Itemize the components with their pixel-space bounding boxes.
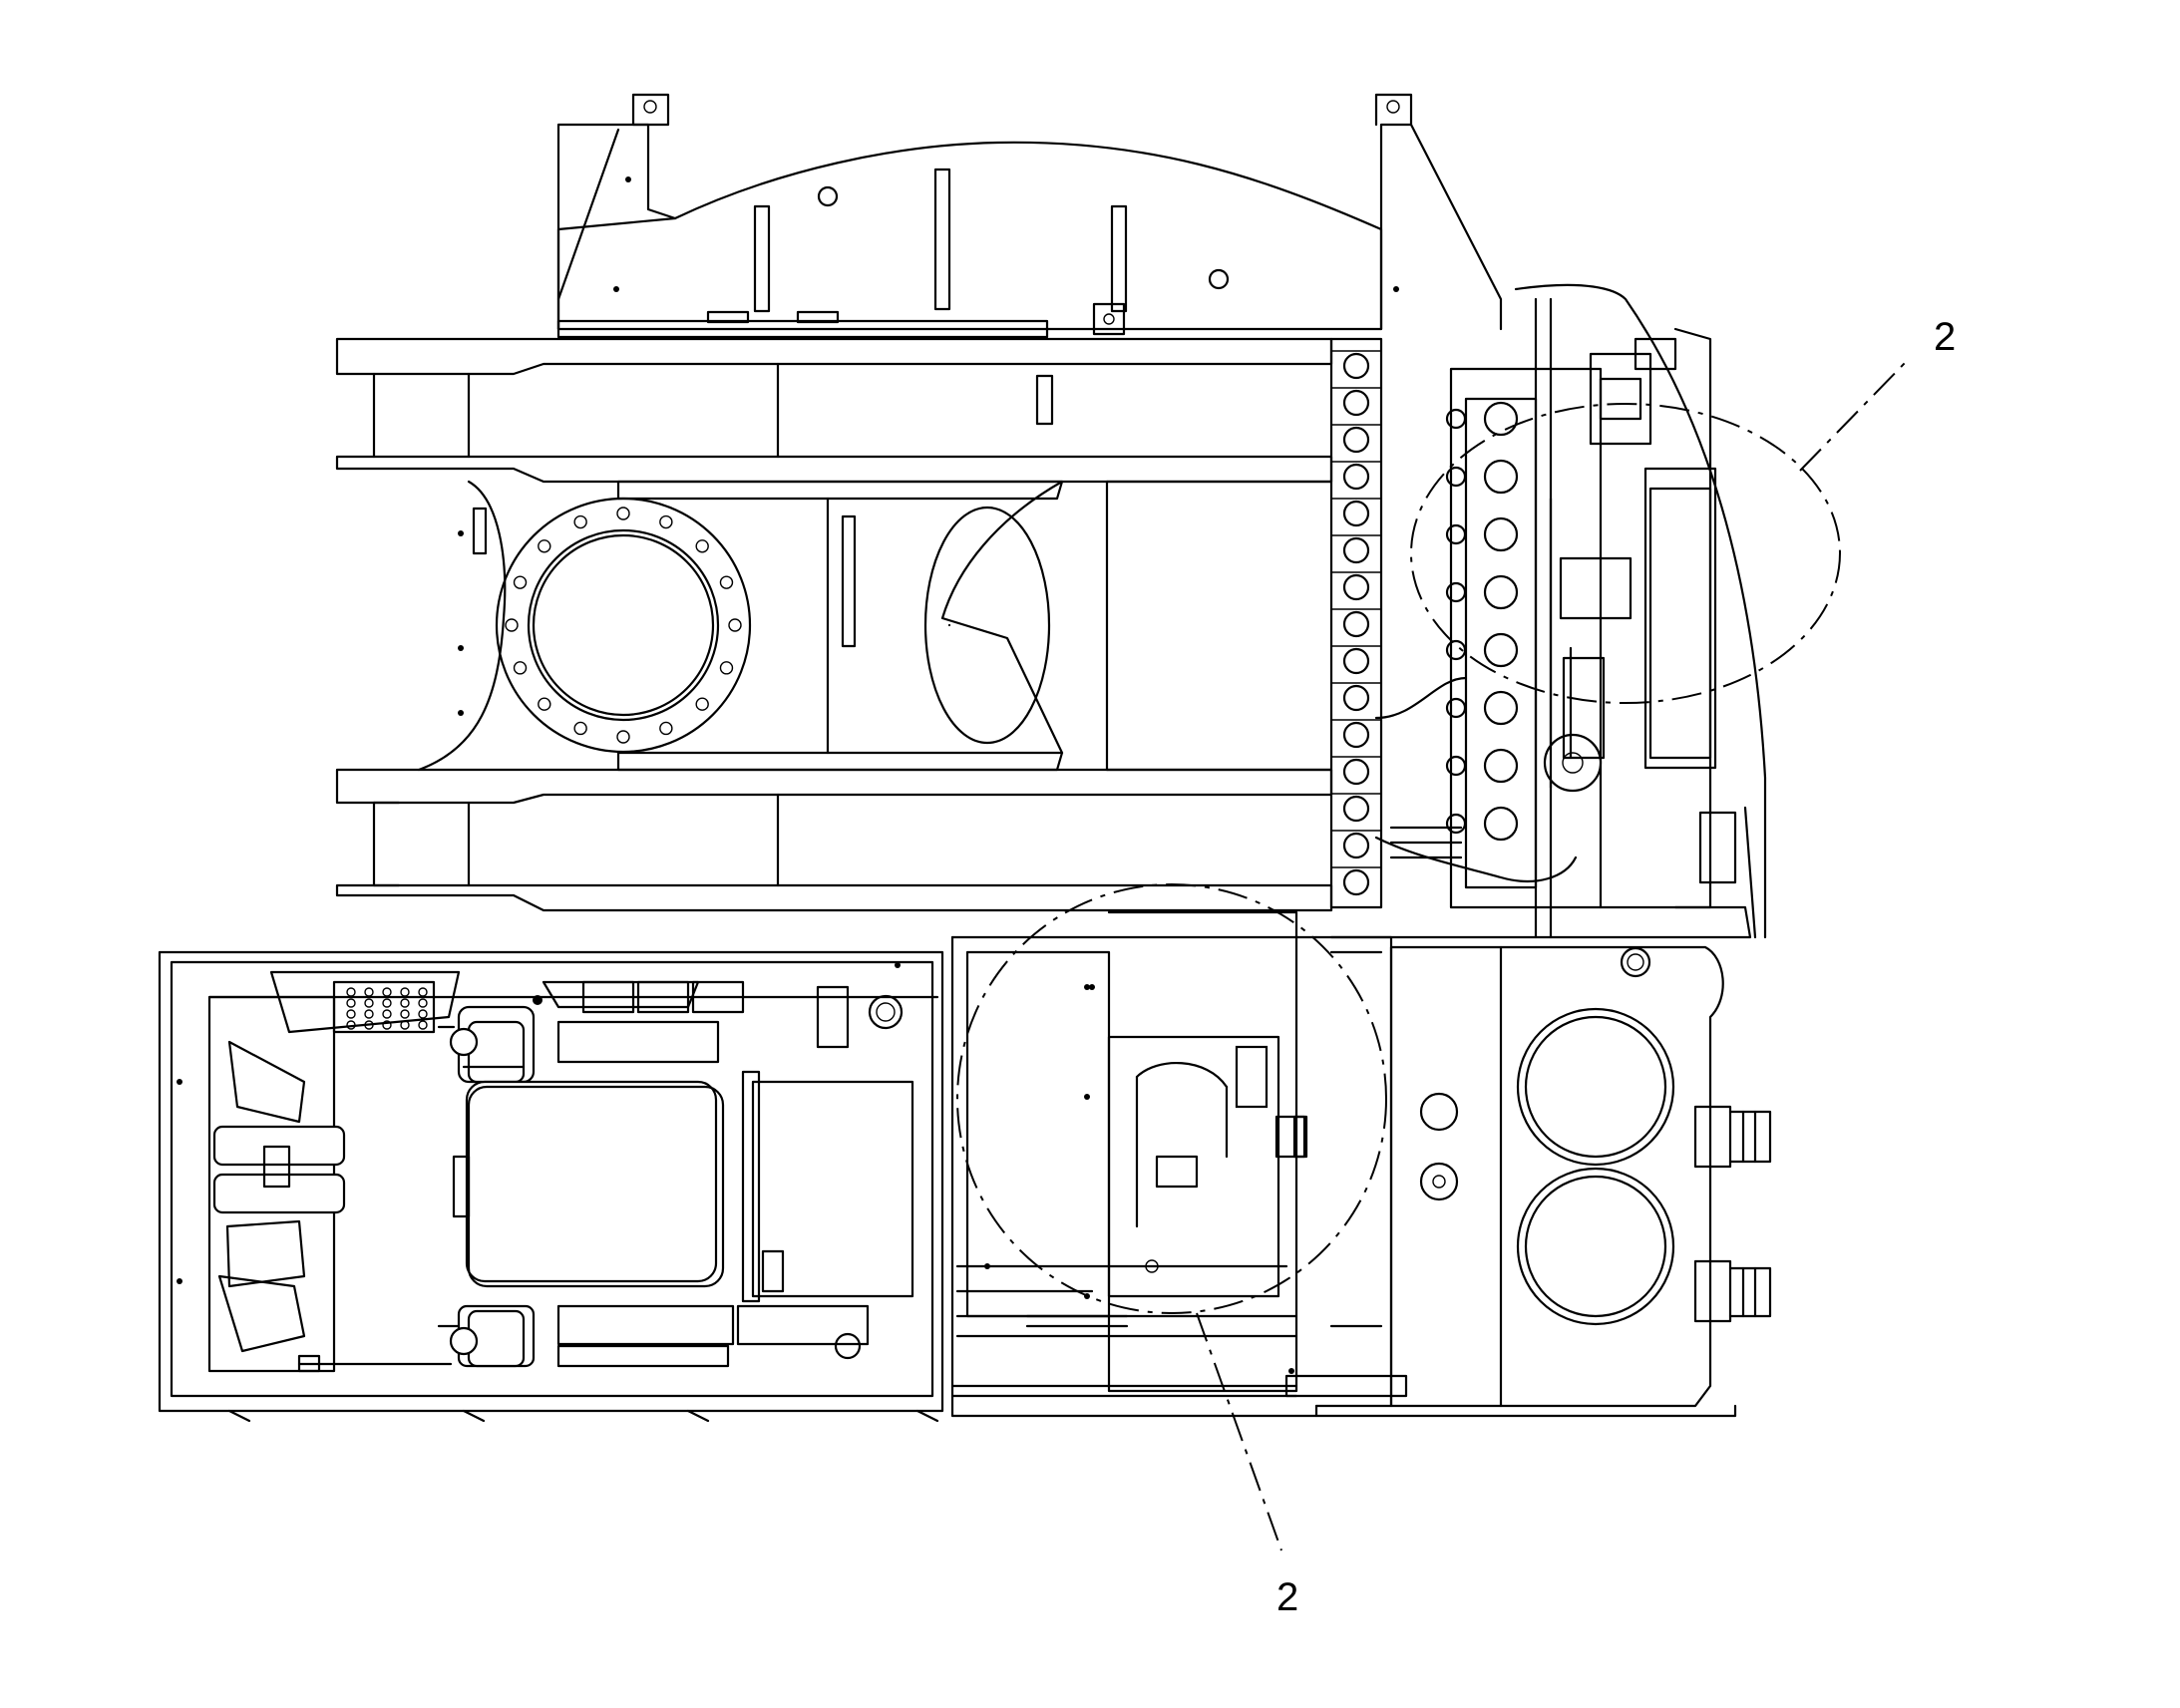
slew-bearing xyxy=(495,497,1051,754)
valve-port xyxy=(1342,647,1370,675)
bolt-hole xyxy=(695,539,709,553)
keypad-key xyxy=(400,987,410,997)
bolt-hole xyxy=(573,514,587,529)
keypad-key xyxy=(346,987,356,997)
bolt-hole xyxy=(538,539,551,553)
keypad-key xyxy=(346,998,356,1008)
keypad-key xyxy=(418,987,428,997)
keypad-key xyxy=(364,1020,374,1030)
valve-spool xyxy=(1483,748,1519,784)
bolt-hole xyxy=(513,575,528,589)
keypad-key xyxy=(364,987,374,997)
bolt-hole xyxy=(659,514,673,529)
lower-mid-panel xyxy=(950,935,1318,1418)
valve-spool xyxy=(1483,574,1519,610)
bolt-hole xyxy=(616,507,630,520)
gearbox-housing xyxy=(1284,935,1772,1418)
valve-port xyxy=(1342,721,1370,749)
keypad-key xyxy=(400,998,410,1008)
keypad-key xyxy=(400,1009,410,1019)
valve-port xyxy=(1342,795,1370,823)
fitting xyxy=(1445,813,1467,835)
keypad-key xyxy=(382,1009,392,1019)
detail-circles xyxy=(956,360,1908,1551)
bolt-hole xyxy=(573,721,587,736)
bolt-hole xyxy=(538,697,551,711)
bolt-hole xyxy=(505,618,519,632)
valve-spool xyxy=(1483,690,1519,726)
keypad xyxy=(346,987,428,1030)
valve-spool xyxy=(1483,632,1519,668)
valve-port xyxy=(1342,500,1370,527)
center-mount xyxy=(950,910,1318,1393)
valve-port xyxy=(1342,684,1370,712)
keypad-key xyxy=(382,987,392,997)
keypad-key xyxy=(418,998,428,1008)
keypad-key xyxy=(418,1020,428,1030)
chassis-beams xyxy=(335,337,1333,912)
keypad-key xyxy=(346,1009,356,1019)
bolt-hole xyxy=(728,618,742,632)
callout-label: 2 xyxy=(1934,315,1957,359)
keypad-key xyxy=(346,1020,356,1030)
bolt-hole xyxy=(719,661,734,675)
valve-spool xyxy=(1483,401,1519,437)
keypad-key xyxy=(364,1009,374,1019)
bolt-hole xyxy=(616,730,630,744)
fitting xyxy=(1445,466,1467,488)
keypad-key xyxy=(382,1020,392,1030)
valve-port xyxy=(1342,463,1370,491)
operator-cab xyxy=(158,950,944,1423)
keypad-key xyxy=(382,998,392,1008)
valve-port xyxy=(1342,832,1370,859)
valve-port xyxy=(1342,573,1370,601)
valve-port xyxy=(1342,352,1370,380)
keypad-key xyxy=(400,1020,410,1030)
valve-stack xyxy=(1331,350,1519,896)
fitting xyxy=(1445,697,1467,719)
keypad-key xyxy=(418,1009,428,1019)
valve-spool xyxy=(1483,516,1519,552)
valve-port xyxy=(1342,536,1370,564)
fitting xyxy=(1445,581,1467,603)
bolt-ring xyxy=(505,507,742,744)
valve-port xyxy=(1342,389,1370,417)
fitting xyxy=(1445,523,1467,545)
valve-spool xyxy=(1483,806,1519,842)
valve-port xyxy=(1342,610,1370,638)
valve-spool xyxy=(1483,459,1519,495)
bolt-hole xyxy=(659,721,673,736)
fitting xyxy=(1445,408,1467,430)
valve-port xyxy=(1342,426,1370,454)
callout-label: 2 xyxy=(1276,1575,1299,1619)
hydraulic-valve-bank xyxy=(1329,283,1767,939)
fitting xyxy=(1445,755,1467,777)
upper-frame xyxy=(556,93,1503,339)
valve-port xyxy=(1342,758,1370,786)
bolt-hole xyxy=(719,575,734,589)
bolt-hole xyxy=(513,661,528,675)
bolt-hole xyxy=(695,697,709,711)
valve-port xyxy=(1342,868,1370,896)
keypad-key xyxy=(364,998,374,1008)
